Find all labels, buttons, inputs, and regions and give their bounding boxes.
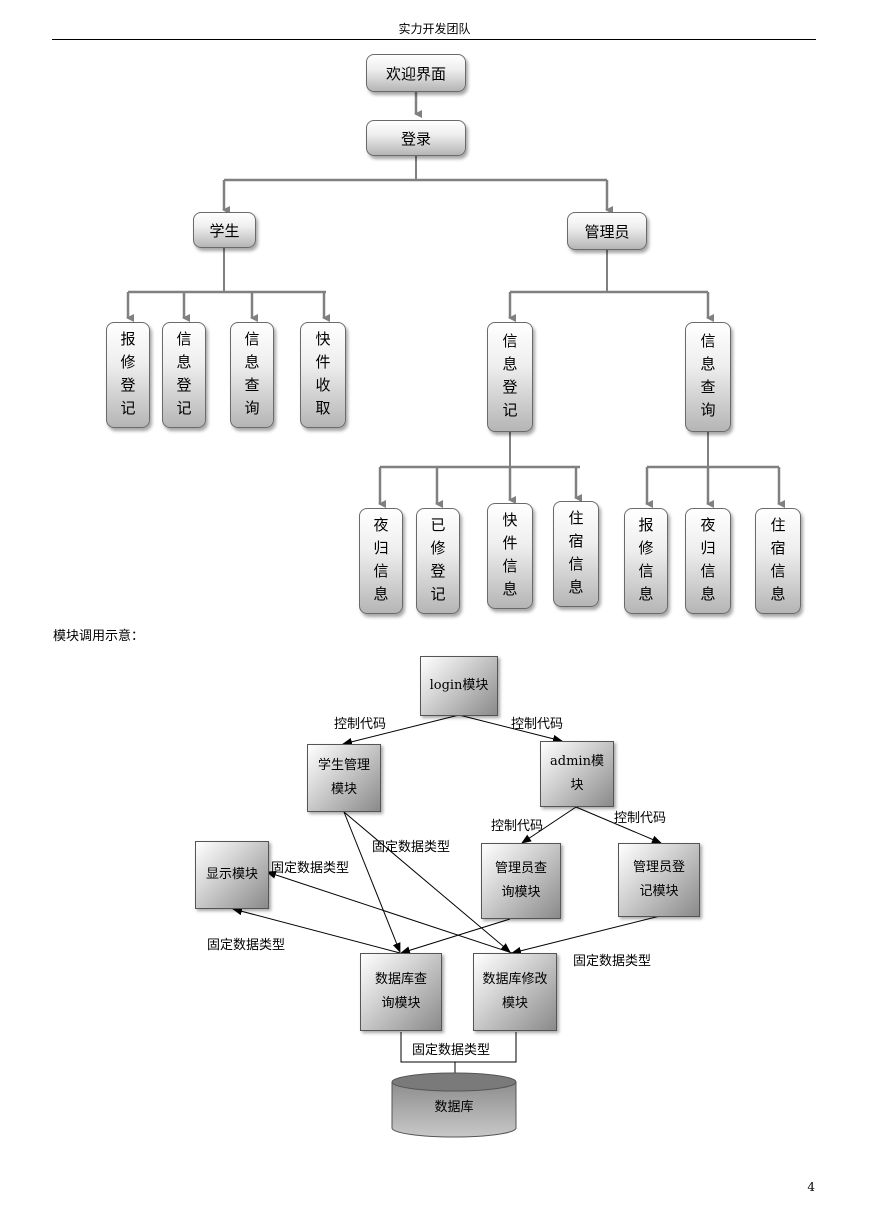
edge-label-fixed-type: 固定数据类型 <box>412 1043 491 1058</box>
admin-module-box: admin模块 <box>540 741 614 807</box>
student-box: 学生 <box>193 212 256 248</box>
login-box: 登录 <box>366 120 466 156</box>
edge-label-fixed-type: 固定数据类型 <box>271 861 350 876</box>
student-item-info-register: 信息登记 <box>162 322 206 428</box>
database-cylinder <box>391 1072 517 1138</box>
display-module-box: 显示模块 <box>195 841 269 909</box>
admin-register-module-box: 管理员登记模块 <box>618 843 700 917</box>
login-module-box: login模块 <box>420 656 498 716</box>
header-rule <box>52 39 816 40</box>
register-item-repaired: 已修登记 <box>416 508 460 614</box>
db-modify-module-box: 数据库修改模块 <box>473 953 557 1031</box>
admin-box: 管理员 <box>567 212 647 250</box>
query-item-repair-info: 报修信息 <box>624 508 668 614</box>
edge-label-fixed-type: 固定数据类型 <box>573 954 652 969</box>
student-mgmt-module-box: 学生管理模块 <box>307 744 381 812</box>
admin-item-info-query: 信息查询 <box>685 322 731 432</box>
edge-label-control-code: 控制代码 <box>491 819 544 834</box>
edge-label-fixed-type: 固定数据类型 <box>372 840 451 855</box>
register-item-accommodation: 住宿信息 <box>553 501 599 607</box>
edge-label-control-code: 控制代码 <box>614 811 667 826</box>
student-item-repair-register: 报修登记 <box>106 322 150 428</box>
register-item-parcel-info: 快件信息 <box>487 503 533 609</box>
register-item-night-return: 夜归信息 <box>359 508 403 614</box>
student-item-parcel-pickup: 快件收取 <box>300 322 346 428</box>
page-number: 4 <box>807 1180 815 1194</box>
student-item-info-query: 信息查询 <box>230 322 274 428</box>
edge-label-control-code: 控制代码 <box>511 717 564 732</box>
admin-query-module-box: 管理员查询模块 <box>481 843 561 919</box>
module-caption: 模块调用示意： <box>53 629 145 644</box>
db-query-module-box: 数据库查询模块 <box>360 953 442 1031</box>
database-label: 数据库 <box>434 1100 474 1115</box>
edge-label-fixed-type: 固定数据类型 <box>207 938 286 953</box>
query-item-night-return: 夜归信息 <box>685 508 731 614</box>
query-item-accommodation: 住宿信息 <box>755 508 801 614</box>
page-header-title: 实力开发团队 <box>398 22 471 36</box>
edge-label-control-code: 控制代码 <box>334 717 387 732</box>
admin-item-info-register: 信息登记 <box>487 322 533 432</box>
welcome-box: 欢迎界面 <box>366 54 466 92</box>
